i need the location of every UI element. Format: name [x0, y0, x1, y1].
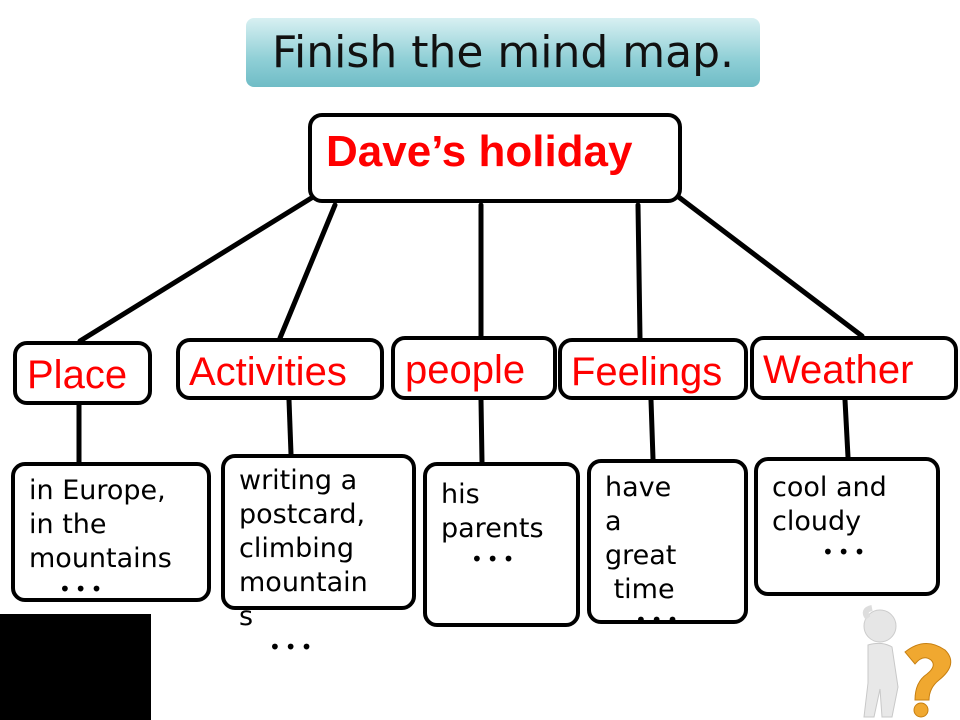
ellipsis-people: ••• — [471, 547, 519, 571]
line-feelings-detail — [648, 397, 656, 462]
category-box-activities — [176, 338, 384, 400]
line-activities-detail — [286, 397, 294, 457]
detail-text-place: in Europe, in the mountains — [29, 475, 172, 574]
detail-box-weather: cool and cloudy ••• — [754, 457, 940, 596]
detail-box-activities: writing a postcard, climbing mountain s … — [221, 454, 416, 659]
category-label-place: Place — [27, 353, 128, 397]
line-root-feelings — [635, 202, 643, 341]
category-label-people: people — [405, 348, 526, 392]
category-label-weather: Weather — [763, 348, 914, 392]
root-node: Dave’s holiday — [308, 113, 682, 203]
ellipsis-activities: ••• — [269, 635, 317, 659]
line-root-activities — [277, 202, 338, 341]
ellipsis-place: ••• — [59, 577, 107, 601]
line-weather-detail — [842, 397, 851, 460]
detail-box-people: his parents ••• — [423, 462, 580, 627]
detail-text-activities: writing a postcard, climbing mountain s — [239, 465, 368, 632]
detail-box-feelings: have a great time ••• — [587, 459, 748, 632]
detail-text-people: his parents — [441, 479, 544, 544]
detail-box-place: in Europe, in the mountains ••• — [11, 462, 211, 602]
detail-text-feelings: have a great time — [605, 472, 677, 605]
black-rectangle — [0, 614, 151, 720]
category-label-activities: Activities — [189, 350, 347, 394]
category-box-people — [391, 336, 557, 400]
line-people-detail — [478, 397, 485, 465]
ellipsis-weather: ••• — [822, 540, 870, 564]
category-box-place — [13, 341, 152, 405]
category-label-feelings: Feelings — [571, 350, 723, 394]
category-box-feelings — [558, 338, 748, 400]
line-root-weather — [673, 192, 865, 339]
ellipsis-feelings: ••• — [635, 608, 683, 632]
detail-text-weather: cool and cloudy — [772, 472, 887, 537]
line-root-place — [77, 194, 316, 344]
slide-title: Finish the mind map. — [246, 18, 760, 87]
category-box-weather — [750, 336, 958, 400]
